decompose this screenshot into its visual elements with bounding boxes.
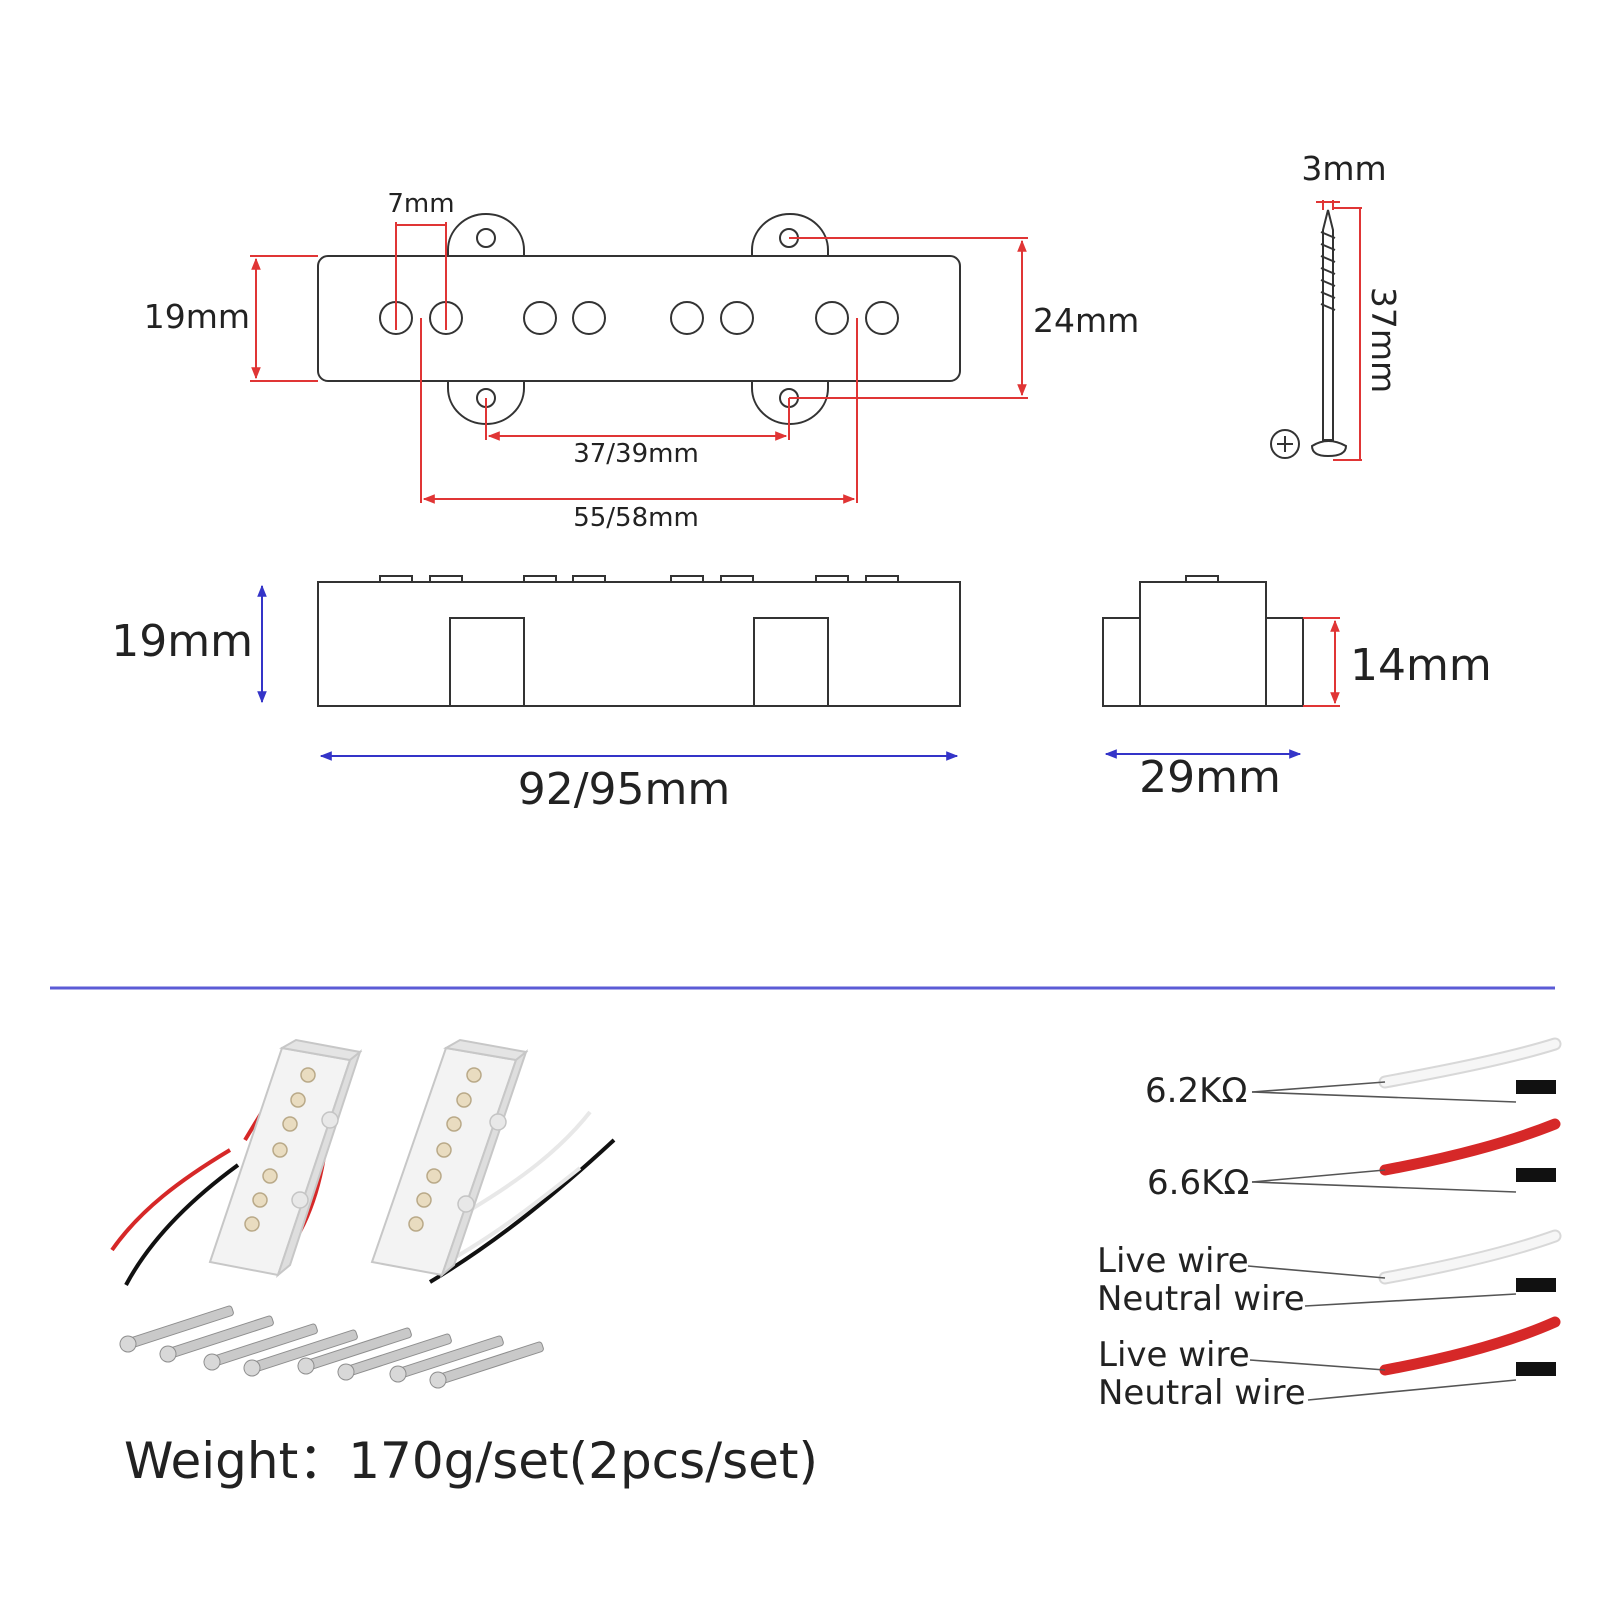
- pickup-1-black-wire: [124, 1163, 240, 1286]
- side-view: 19mm 92/95mm: [111, 575, 961, 815]
- pickup-2-black-wire: [428, 1138, 616, 1284]
- resistance-6-2k-label: 6.2KΩ: [1145, 1071, 1247, 1111]
- pole-spacing-dimension: 7mm: [387, 189, 455, 330]
- end-height-label: 14mm: [1350, 640, 1492, 691]
- pickup-body-top: [317, 255, 961, 382]
- neutral-wire-1-label: Neutral wire: [1097, 1279, 1305, 1319]
- pole-piece: [720, 301, 754, 335]
- side-height-label: 19mm: [111, 616, 253, 667]
- mounting-screws: [119, 1305, 544, 1389]
- end-ear-left: [1102, 617, 1141, 707]
- phillips-head-icon: [1270, 429, 1300, 459]
- mount-hole: [476, 228, 496, 248]
- side-mount-ear: [753, 617, 829, 707]
- live-wire-1-label: Live wire: [1097, 1241, 1249, 1281]
- pickup-2-white-wire: [468, 1110, 592, 1212]
- product-illustration: [110, 1038, 616, 1389]
- side-length-label: 92/95mm: [518, 764, 731, 815]
- wire-pair-red: Live wire Neutral wire: [1098, 1316, 1561, 1413]
- pole-piece: [523, 301, 557, 335]
- pole-piece: [572, 301, 606, 335]
- screw-thread: [1320, 231, 1336, 311]
- side-length-dimension: 92/95mm: [319, 751, 959, 815]
- outer-pole-label: 55/58mm: [573, 503, 699, 533]
- end-width-label: 29mm: [1139, 752, 1281, 803]
- side-mount-ear: [449, 617, 525, 707]
- resistance-6-6k-label: 6.6KΩ: [1147, 1163, 1249, 1203]
- pole-piece: [865, 301, 899, 335]
- screw-drawing: 3mm 37mm: [1270, 149, 1403, 461]
- wire-pair-white: Live wire Neutral wire: [1097, 1229, 1562, 1319]
- pickup-body-side: [317, 581, 961, 707]
- mount-spacing-label: 37/39mm: [573, 439, 699, 469]
- end-view: 14mm 29mm: [1102, 575, 1492, 803]
- side-height-dimension: 19mm: [111, 584, 267, 704]
- pickup-2: [370, 1038, 529, 1279]
- wiring-legend: 6.2KΩ 6.6KΩ Live wire Neutral wire Live: [1097, 1037, 1562, 1413]
- mount-ear-top-right: [751, 213, 829, 258]
- end-width-dimension: 29mm: [1104, 749, 1302, 803]
- pickup-1: [208, 1038, 363, 1279]
- mount-spacing-dimension: 37/39mm: [485, 398, 790, 469]
- screw-head: [1310, 440, 1348, 458]
- end-height-dimension: 14mm: [1303, 617, 1492, 707]
- outer-pole-dimension: 55/58mm: [420, 318, 858, 533]
- wire-pair-6-6k: 6.6KΩ: [1147, 1118, 1561, 1203]
- pole-piece: [670, 301, 704, 335]
- ear-height-dimension: 24mm: [789, 237, 1139, 399]
- neutral-wire-2-label: Neutral wire: [1098, 1373, 1306, 1413]
- end-body: [1139, 581, 1267, 707]
- weight-text: Weight：170g/set(2pcs/set): [124, 1432, 818, 1490]
- screw-diameter-label: 3mm: [1301, 149, 1386, 188]
- wire-pair-6-2k: 6.2KΩ: [1145, 1037, 1562, 1111]
- pole-spacing-label: 7mm: [387, 189, 454, 219]
- mount-ear-top-left: [447, 213, 525, 258]
- top-height-label: 19mm: [144, 297, 250, 336]
- end-ear-right: [1265, 617, 1304, 707]
- live-wire-2-label: Live wire: [1098, 1335, 1250, 1375]
- ear-height-label: 24mm: [1033, 301, 1139, 340]
- top-height-dimension: 19mm: [144, 255, 318, 382]
- top-view: 7mm 19mm 24mm 37/39mm 55/58m: [144, 189, 1140, 533]
- screw-length-label: 37mm: [1364, 287, 1403, 393]
- pole-piece: [815, 301, 849, 335]
- pickup-1-red-wire: [110, 1148, 232, 1252]
